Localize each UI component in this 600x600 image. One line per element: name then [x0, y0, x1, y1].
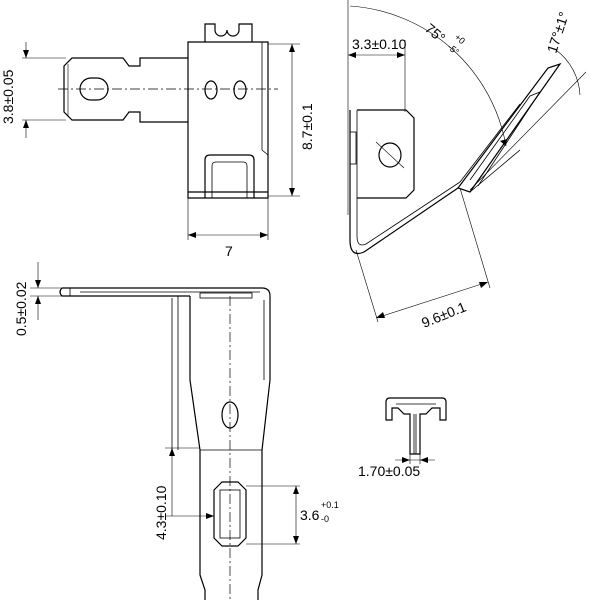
dim-line	[375, 281, 489, 319]
arrow	[23, 120, 29, 128]
arrow	[397, 52, 405, 58]
dim-4-3-label: 4.3±0.10	[153, 485, 169, 540]
arrow	[289, 44, 295, 52]
u-bracket-outer	[204, 154, 255, 198]
arrow	[289, 188, 295, 196]
arrow	[169, 448, 175, 456]
t-profile-inner	[396, 403, 436, 454]
tab-outline	[63, 57, 188, 123]
dim-0-5-label: 0.5±0.02	[13, 281, 29, 336]
tab-hatch	[199, 292, 253, 299]
vertical-body-inner	[171, 296, 265, 452]
dim-7-label: 7	[225, 243, 233, 259]
dim-1-70-label: 1.70±0.05	[358, 463, 420, 479]
body-right-step	[261, 42, 269, 156]
dim-8-7-label: 8.7±0.1	[299, 103, 315, 150]
front-view: 3.8±0.05 8.7±0.1 7	[0, 23, 315, 259]
plate-hole-centerline	[375, 141, 405, 169]
arrow	[23, 50, 29, 58]
dim-ext-line	[469, 71, 587, 191]
top-crimp-tabs	[204, 23, 253, 42]
dim-ext-line	[459, 187, 491, 289]
dim-ext-line	[355, 249, 379, 323]
dim-3-6-tol-lower: -0	[321, 514, 329, 524]
vertical-body	[189, 296, 206, 600]
bracket-plate	[357, 109, 415, 199]
bracket-arm-ghost	[459, 103, 521, 193]
bracket-vertical-leg-inner	[356, 110, 461, 246]
angle-arc-17	[555, 49, 581, 96]
body-outline	[187, 41, 269, 199]
dim-3-3-label: 3.3±0.10	[352, 36, 407, 52]
vertical-body-right	[257, 300, 271, 600]
dim-3-8-label: 3.8±0.05	[0, 69, 16, 124]
body-hole-left	[204, 80, 218, 100]
body-hole-right	[233, 80, 247, 100]
angle-arc-75	[349, 5, 507, 147]
arrow	[479, 282, 488, 288]
arrow	[206, 513, 214, 519]
bracket-vertical-leg	[349, 110, 459, 255]
dim-75-label: 75°	[422, 20, 449, 46]
dim-3-6-label: 3.6	[300, 507, 320, 523]
dim-17-label: 17°±1°	[544, 10, 572, 55]
arrow	[260, 232, 268, 238]
dim-3-6-tol-upper: +0.1	[321, 500, 339, 510]
arrow	[293, 536, 299, 544]
arrow	[35, 280, 41, 288]
section-view: 1.70±0.05	[358, 397, 447, 479]
dim-9-6-label: 9.6±0.1	[419, 298, 468, 330]
plate-slot	[349, 131, 357, 165]
plate-hole	[378, 142, 402, 168]
u-bracket-inner	[211, 161, 248, 198]
side-view: 75° +0 -5° 3.3±0.10 17°±1° 9.6±0.1	[347, 0, 587, 331]
arrow	[293, 486, 299, 494]
arrow	[348, 52, 356, 58]
arrow	[420, 457, 428, 463]
bracket-arm	[457, 62, 562, 193]
arrow	[376, 312, 385, 318]
clip-window	[213, 481, 247, 547]
clip-inner	[219, 489, 241, 539]
arrow	[188, 232, 196, 238]
arrow	[402, 457, 410, 463]
arrow	[35, 296, 41, 304]
bottom-view: 0.5±0.02 4.3±0.10 3.6 +0.1 -0	[13, 262, 339, 600]
bracket-arm-inner	[469, 91, 542, 187]
